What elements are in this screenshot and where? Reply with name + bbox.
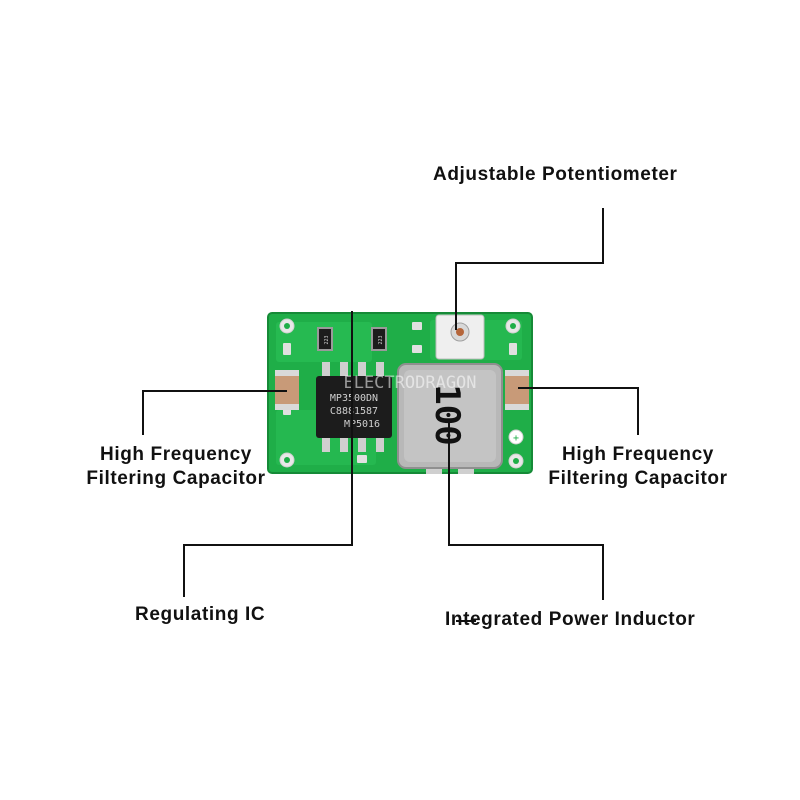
label-capacitor-left: High Frequency Filtering Capacitor (78, 443, 274, 491)
ic-marking-line3: MP5016 (344, 419, 380, 430)
potentiometer (435, 314, 485, 360)
power-inductor (397, 363, 503, 474)
resistor-left-text: 223 (324, 335, 330, 344)
mounting-holes: + (279, 318, 524, 469)
label-capacitor-left-line2: Filtering Capacitor (86, 468, 266, 489)
leader-inductor (448, 423, 604, 600)
resistor-left (317, 327, 333, 351)
leader-regulating-ic (183, 311, 353, 597)
svg-text:+: + (513, 433, 519, 444)
leader-capacitor-left (142, 390, 287, 435)
resistor-right-text: 223 (378, 335, 384, 344)
watermark: ELECTRODRAGON (343, 373, 476, 393)
ic-marking-line2: C8881587 (330, 406, 378, 417)
label-capacitor-left-line1: High Frequency (100, 444, 252, 465)
regulating-ic (316, 362, 392, 452)
leader-lines (142, 208, 639, 622)
label-regulating-ic: Regulating IC (135, 604, 266, 625)
label-integrated-power-inductor: Integrated Power Inductor (445, 609, 696, 630)
leader-potentiometer (455, 208, 604, 330)
label-capacitor-right-line1: High Frequency (562, 444, 714, 465)
leader-capacitor-right (518, 387, 639, 435)
label-capacitor-right-line2: Filtering Capacitor (548, 468, 728, 489)
resistor-right (371, 327, 387, 351)
label-adjustable-potentiometer: Adjustable Potentiometer (433, 164, 678, 185)
label-capacitor-right: High Frequency Filtering Capacitor (540, 443, 736, 491)
inductor-marking: 100 (427, 384, 467, 445)
ic-marking-line1: MP3500DN (330, 393, 378, 404)
capacitor-right (505, 370, 529, 410)
